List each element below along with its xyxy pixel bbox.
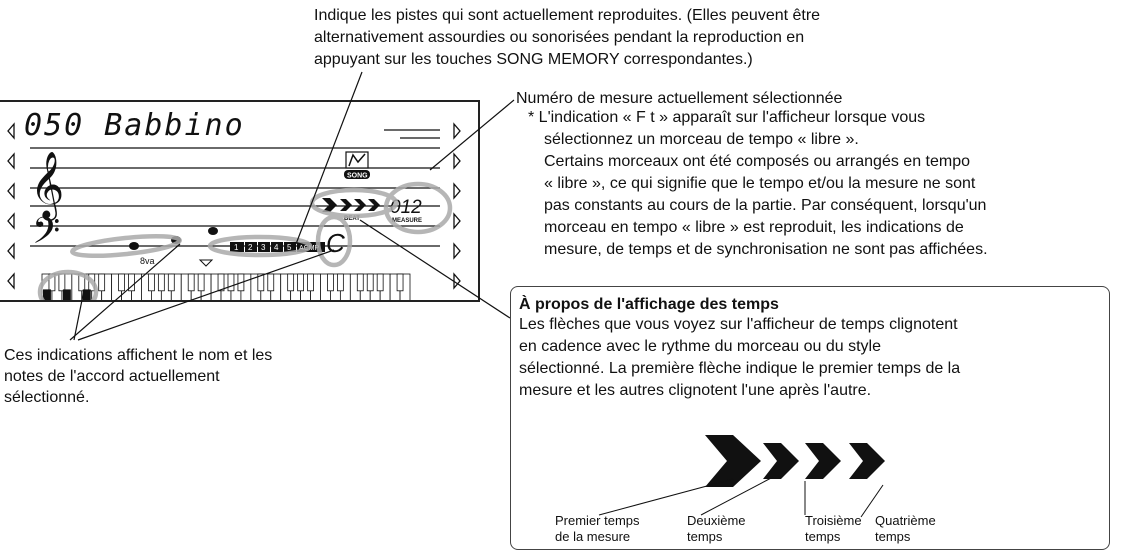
chord-key-highlight (62, 289, 71, 300)
measure-note-line-7: mesure, de temps et de synchronisation n… (544, 241, 988, 258)
track-number-4: 4 (274, 243, 279, 252)
song-label: SONG (347, 173, 368, 180)
measure-note-line-1: * L'indication « F t » apparaît sur l'af… (528, 109, 926, 126)
tracks-callout-line-2: alternativement assourdies ou sonorisées… (314, 29, 805, 46)
chord-key-highlight (43, 289, 51, 300)
black-key (287, 273, 295, 292)
black-key (58, 273, 66, 292)
track-number-1: 1 (234, 243, 239, 252)
black-key (98, 273, 106, 292)
black-key (366, 273, 374, 292)
track-number-2: 2 (248, 243, 253, 252)
lcd-display: 050 Babbino (0, 100, 480, 302)
bass-clef-icon: 𝄢 (32, 211, 60, 260)
beat-box-line-1: Les flèches que vous voyez sur l'affiche… (519, 316, 958, 333)
track-number-5: 5 (287, 243, 292, 252)
measure-note-line-2: sélectionnez un morceau de tempo « libre… (544, 131, 859, 148)
black-key (167, 273, 175, 292)
label-fourth-beat-1: Quatrième (875, 513, 936, 528)
tracks-callout-line-1: Indique les pistes qui sont actuellement… (314, 7, 821, 24)
black-key (197, 273, 205, 292)
beat-box-line-4: mesure et les autres clignotent l'une ap… (519, 382, 872, 399)
beat-arrow-icons (322, 198, 380, 212)
label-third-beat-2: temps (805, 529, 841, 544)
octave-label: 8va (140, 256, 155, 266)
fourth-beat-arrow-icon (849, 443, 885, 479)
black-key (307, 273, 314, 292)
label-fourth-beat-2: temps (875, 529, 911, 544)
black-key (128, 273, 135, 292)
chord-key-highlight (82, 289, 91, 300)
label-second-beat-1: Deuxième (687, 513, 746, 528)
beat-display-info-box: À propos de l'affichage des temps Les fl… (510, 286, 1110, 550)
black-key (157, 273, 165, 292)
beat-arrows-diagram: Premier temps de la mesure Deuxième temp… (555, 435, 936, 544)
measure-note-line-3: Certains morceaux ont été composés ou ar… (544, 153, 971, 170)
marker-icon (198, 259, 214, 267)
black-key (327, 273, 334, 292)
third-beat-arrow-icon (805, 443, 841, 479)
black-key (376, 273, 384, 292)
lcd-graphics: 𝄞 𝄢 SONG BEAT 012 MEASURE 8va 1 2 (7, 122, 461, 300)
first-beat-arrow-icon (705, 435, 761, 487)
chord-callout-line-2: notes de l'accord actuellement (4, 368, 220, 385)
label-first-beat-1: Premier temps (555, 513, 640, 528)
black-key (227, 273, 235, 292)
beat-box-line-2: en cadence avec le rythme du morceau ou … (519, 338, 881, 355)
label-third-beat-1: Troisième (805, 513, 862, 528)
black-key (118, 273, 125, 292)
black-key (237, 273, 245, 292)
black-key (187, 273, 195, 292)
chord-callout-line-1: Ces indications affichent le nom et les (4, 347, 273, 364)
black-key (336, 273, 344, 292)
chord-callout-line-3: sélectionné. (4, 389, 90, 406)
beat-box-title: À propos de l'affichage des temps (519, 296, 779, 313)
measure-note-line-4: « libre », ce qui signifie que le tempo … (544, 175, 976, 192)
measure-note-line-5: pas constants au cours de la partie. Par… (544, 197, 987, 214)
right-arrow-icons (453, 122, 461, 290)
song-name-readout: 050 Babbino (24, 108, 245, 143)
black-key (356, 273, 364, 292)
treble-clef-icon: 𝄞 (30, 152, 64, 221)
black-key (257, 273, 265, 292)
black-key (396, 273, 404, 292)
beat-box-line-3: sélectionné. La première flèche indique … (519, 360, 961, 377)
label-second-beat-2: temps (687, 529, 723, 544)
measure-note-line-6: morceau en tempo « libre » est reproduit… (544, 219, 964, 236)
track-number-3: 3 (261, 243, 266, 252)
label-first-beat-2: de la mesure (555, 529, 630, 544)
second-beat-arrow-icon (763, 443, 799, 479)
left-arrow-icons (7, 122, 15, 290)
black-key (148, 273, 155, 292)
black-key (217, 273, 225, 292)
tracks-callout-line-3: appuyant sur les touches SONG MEMORY cor… (314, 51, 753, 68)
black-key (297, 273, 304, 292)
black-key (267, 273, 275, 292)
chord-name-readout: C (326, 228, 345, 258)
measure-callout-title: Numéro de mesure actuellement sélectionn… (516, 90, 843, 107)
